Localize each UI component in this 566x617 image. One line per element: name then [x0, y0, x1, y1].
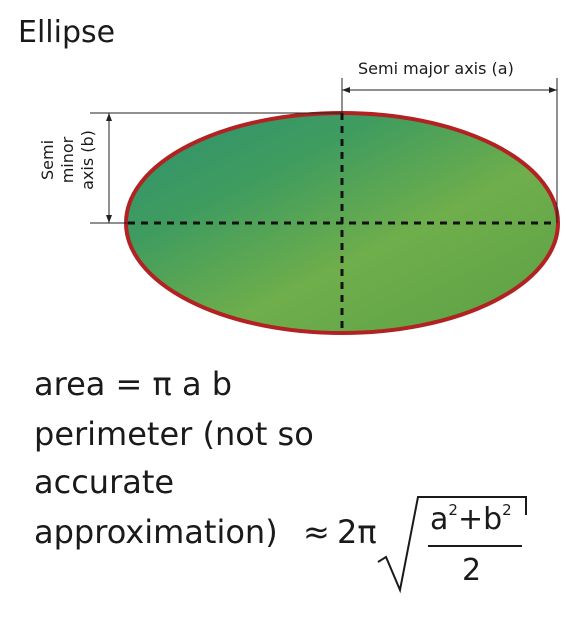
major-axis-arrow-right — [549, 87, 557, 93]
perimeter-text-line-3: approximation) — [34, 513, 278, 551]
perimeter-text-line-2: accurate — [34, 463, 175, 501]
minor-axis-arrow-bottom — [106, 215, 112, 223]
numerator-b-exponent: 2 — [502, 501, 512, 519]
diagram-title: Ellipse — [18, 15, 116, 50]
fraction-numerator: a2+b2 — [430, 503, 512, 535]
approx-symbol: ≈ — [303, 513, 330, 551]
fraction-denominator: 2 — [462, 553, 482, 588]
major-axis-arrow-left — [342, 87, 350, 93]
semi-minor-axis-label-line-2: minor — [58, 136, 77, 184]
semi-minor-axis-label: Semi minor axis (b) — [38, 125, 98, 195]
semi-minor-axis-label-line-3: axis (b) — [78, 130, 97, 190]
numerator-a-exponent: 2 — [448, 501, 458, 519]
numerator-a: a — [430, 502, 449, 537]
semi-major-axis-label: Semi major axis (a) — [358, 59, 514, 78]
two-pi-factor: 2π — [337, 513, 377, 551]
semi-minor-axis-label-line-1: Semi — [38, 139, 57, 181]
numerator-plus-b: +b — [457, 502, 503, 537]
area-formula: area = π a b — [34, 365, 233, 403]
square-root-sign — [377, 496, 527, 594]
minor-axis-arrow-top — [106, 113, 112, 121]
perimeter-text-line-1: perimeter (not so — [34, 415, 314, 453]
